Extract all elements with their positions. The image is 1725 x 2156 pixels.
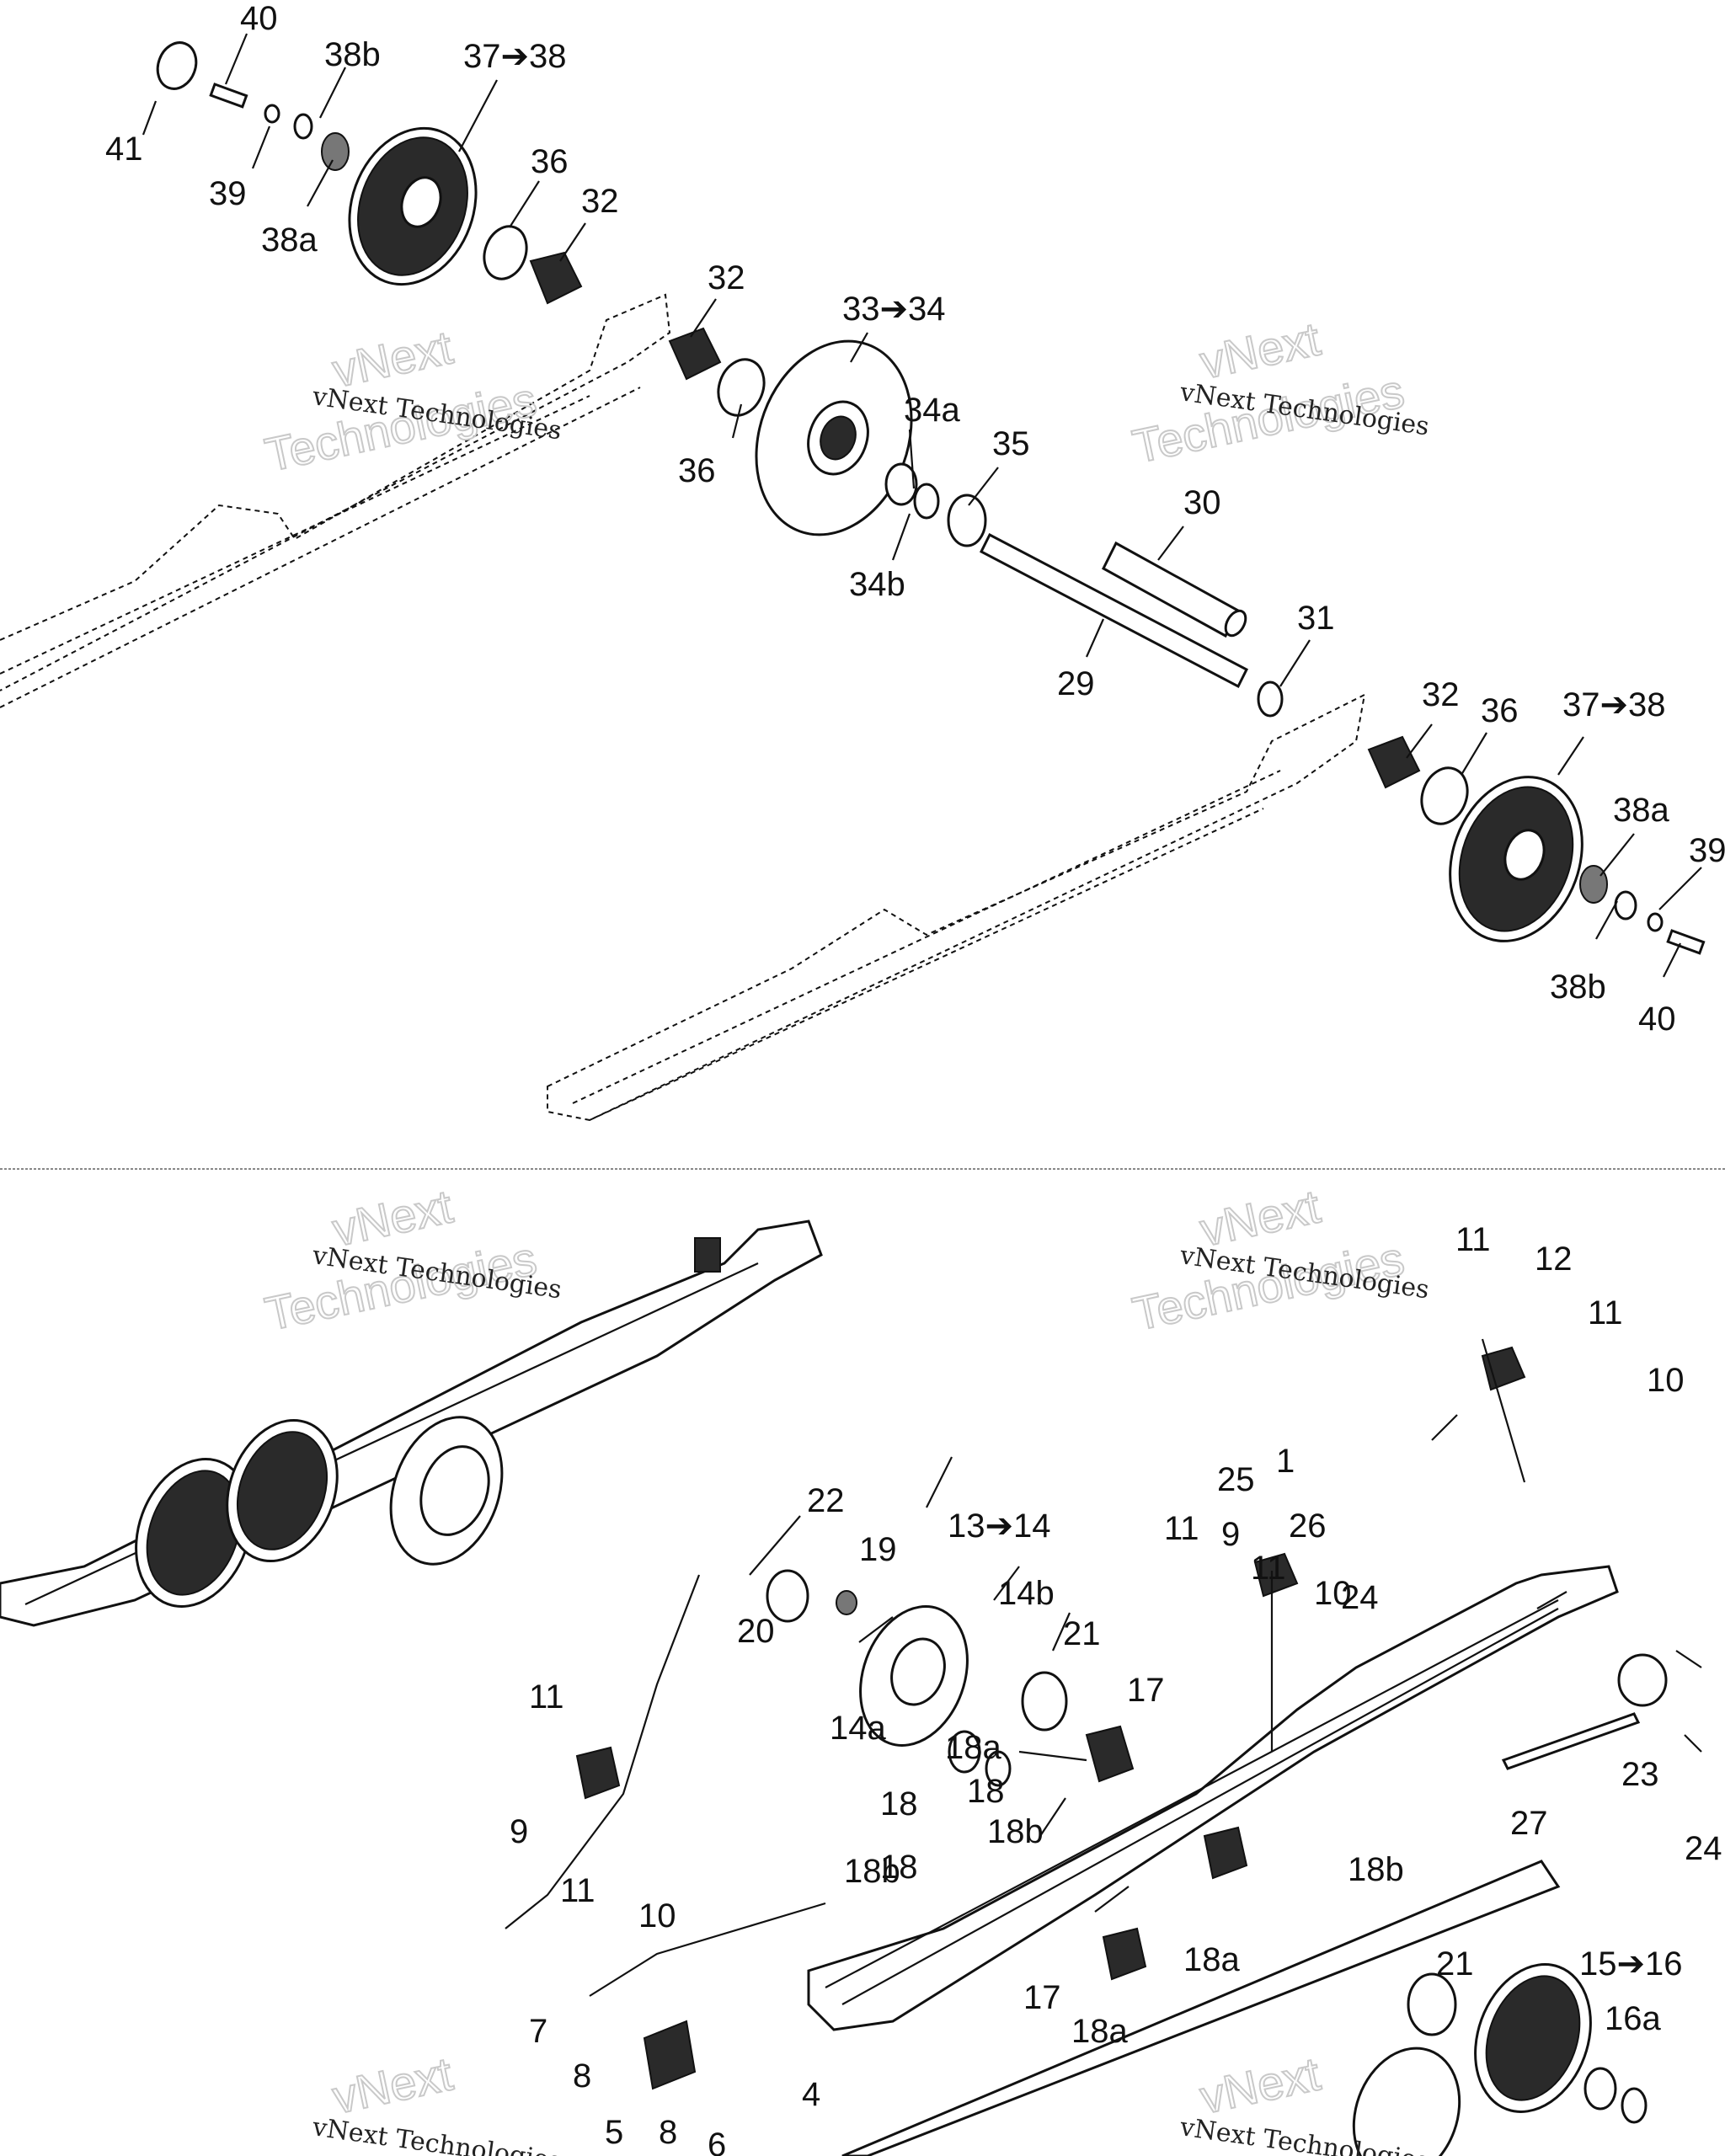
callout: 1 (1276, 1443, 1295, 1480)
svg-text:vNext: vNext (1195, 312, 1325, 388)
callout: 18 (880, 1785, 918, 1822)
callout: 8 (573, 2057, 591, 2095)
callout: 29 (1057, 665, 1095, 702)
complete-suspension-rail (0, 1219, 823, 1627)
callout: 38a (261, 221, 318, 259)
callout: 18a (1071, 2013, 1128, 2050)
svg-text:vNext Technologies: vNext Technologies (310, 2112, 563, 2156)
callout: 26 (1289, 1508, 1327, 1545)
watermarks: vNext Technologies vNext Technologies vN… (259, 311, 1430, 2156)
callout: 32 (581, 183, 619, 220)
callout: 34a (904, 392, 960, 429)
callout: 17 (1023, 1979, 1061, 2016)
callout: 22 (807, 1482, 845, 1519)
idler-wheel-lower-right (1367, 735, 1706, 955)
callout: 13➔14 (948, 1508, 1051, 1545)
svg-text:vNext: vNext (1195, 2047, 1325, 2123)
callout: 19 (859, 1531, 897, 1568)
callout: 23 (1621, 1756, 1659, 1793)
callout: 15➔16 (1579, 1945, 1683, 1983)
spacers-upper (483, 225, 766, 417)
callout: 21 (1436, 1945, 1474, 1983)
callout: 40 (240, 0, 278, 37)
callout: 18a (1183, 1941, 1240, 1978)
callout: 33➔34 (842, 291, 946, 328)
callout: 18 (967, 1773, 1005, 1810)
callout: 24 (1685, 1830, 1722, 1867)
callout: 11 (1588, 1294, 1623, 1331)
callout: 35 (992, 425, 1030, 462)
callout: 9 (510, 1813, 528, 1850)
svg-text:vNext: vNext (328, 2047, 457, 2123)
callout: 10 (1647, 1362, 1685, 1399)
callout: 38b (1550, 969, 1606, 1006)
callouts-bottom: 11 12 11 10 22 19 13➔14 14b 20 21 14a 11… (510, 1221, 1722, 2156)
callout: 16a (1605, 2000, 1661, 2037)
callout: 11 (1455, 1221, 1491, 1258)
callout: 17 (1127, 1672, 1165, 1709)
callout: 30 (1183, 484, 1221, 521)
callout: 14b (998, 1575, 1055, 1612)
callout: 18b (987, 1813, 1044, 1850)
callout: 20 (737, 1613, 775, 1650)
callout: 32 (1422, 676, 1460, 713)
callout: 7 (529, 2013, 547, 2050)
callout: 18b (1348, 1851, 1404, 1888)
callout: 5 (605, 2114, 623, 2151)
callout: 34b (849, 566, 905, 603)
callout: 31 (1297, 600, 1335, 637)
callout: 18 (880, 1849, 918, 1886)
bottom-leader-lines (505, 1338, 1702, 1997)
callout: 24 (1341, 1579, 1379, 1616)
idler-wheel-upper-left (156, 41, 478, 286)
callout: 36 (531, 143, 569, 180)
callout: 37➔38 (1562, 686, 1666, 723)
callout: 9 (1221, 1516, 1240, 1553)
callout: 27 (1510, 1805, 1548, 1842)
callout: 8 (659, 2114, 677, 2151)
callout: 25 (1217, 1461, 1255, 1498)
callout: 21 (1063, 1615, 1101, 1652)
callout: 18b (844, 1853, 900, 1890)
center-wheel-upper (755, 339, 987, 547)
callout: 4 (802, 2076, 820, 2113)
callout: 11 (1251, 1550, 1286, 1587)
callout: 41 (105, 131, 143, 168)
axle-and-tube (980, 532, 1284, 718)
callout: 11 (1164, 1510, 1199, 1547)
callout: 36 (1481, 692, 1519, 729)
upper-rail-assembly (0, 293, 1366, 1122)
exploded-rail (807, 1565, 1619, 2156)
top-leader-lines (142, 33, 1702, 978)
callout: 18a (945, 1729, 1001, 1766)
callout: 11 (529, 1678, 564, 1716)
callout: 39 (209, 175, 247, 212)
callout: 14a (830, 1710, 886, 1747)
callouts-top: 40 38b 37➔38 41 39 38a 36 32 32 33➔34 36… (105, 0, 1725, 1038)
callout: 40 (1638, 1001, 1676, 1038)
callout: 6 (708, 2127, 726, 2156)
callout: 32 (708, 259, 745, 296)
callout: 12 (1535, 1241, 1573, 1278)
callout: 10 (638, 1897, 676, 1935)
callout: 38a (1613, 792, 1669, 829)
callout: 10 (1314, 1575, 1352, 1612)
callout: 11 (560, 1872, 595, 1909)
exploded-parts-bottom (575, 1346, 1668, 2156)
callout: 36 (678, 452, 716, 489)
callout: 37➔38 (463, 38, 567, 75)
callout: 39 (1689, 832, 1725, 869)
callout: 38b (324, 36, 381, 73)
